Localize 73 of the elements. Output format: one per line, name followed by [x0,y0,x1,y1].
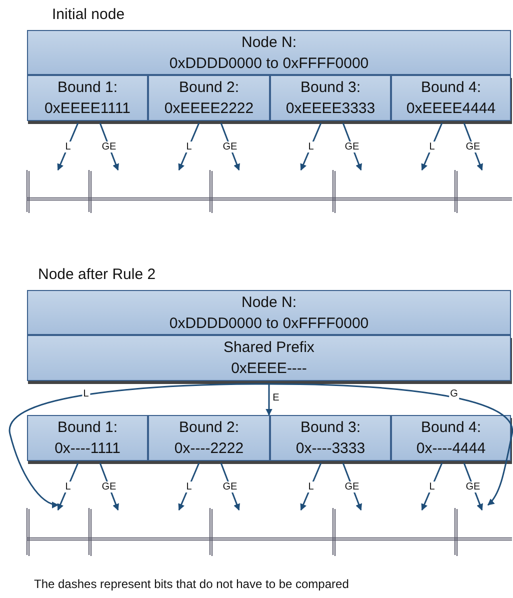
arrow [178,462,200,511]
edge-label: E [272,392,280,404]
edge-label: L [82,388,90,400]
node-title: Bound 1: [57,418,118,438]
arrow [463,122,483,171]
edge-label: L [307,481,315,492]
node-value: 0xEEEE---- [231,359,307,379]
bound-row-box [27,415,511,461]
arrow [9,383,269,508]
edge-label: GE [464,141,482,152]
node-value: 0x----2222 [174,439,244,459]
arrow [421,122,443,171]
edge-label: GE [344,141,360,152]
edge-label: L [185,481,193,492]
node-box [27,290,511,335]
arrow [99,462,119,511]
arrow [266,384,272,416]
node-title: Node N: [241,33,297,53]
arrow [57,122,79,171]
arrow [300,122,322,171]
node-title: Bound 2: [178,78,240,98]
edge-label: L [307,141,315,152]
node-title: Bound 4: [420,78,482,98]
arrow [342,462,362,511]
edge-label: L [64,141,72,152]
node-value: 0xEEEE3333 [286,99,376,119]
node-title: Bound 4: [420,418,482,438]
section-heading: Initial node [52,6,125,23]
arrow [220,122,240,171]
node-value: 0x----1111 [54,439,120,459]
node-box [270,415,391,461]
arrow [463,462,483,511]
edge-label: GE [344,481,360,492]
node-box [27,335,511,381]
edge-label: GE [100,141,118,152]
node-value: 0x----4444 [416,439,486,459]
node-title: Bound 3: [300,78,361,98]
edge-label: G [449,388,459,400]
node-title: Bound 1: [57,78,118,98]
node-box [270,75,391,121]
arrow [220,462,240,511]
edge-label: L [185,141,193,152]
edge-label: GE [222,481,238,492]
arrow [99,122,119,171]
node-box [391,75,511,121]
edge-label: GE [100,481,118,492]
caption: The dashes represent bits that do not have to be compared [34,577,349,591]
node-box [27,75,148,121]
node-title: Node N: [241,293,297,313]
node-value: 0xEEEE2222 [164,99,254,119]
section-heading: Node after Rule 2 [38,266,156,283]
edge-label: L [64,481,72,492]
edge-label: L [428,481,436,492]
node-title: Bound 2: [178,418,240,438]
arrow [421,462,443,511]
arrow [300,462,322,511]
node-box [148,75,270,121]
node-title: Bound 3: [300,418,361,438]
edge-label: GE [464,481,482,492]
edge-label: L [428,141,436,152]
node-box [148,415,270,461]
node-value: 0x----3333 [296,439,366,459]
edge-label: GE [222,141,238,152]
node-title: Shared Prefix [224,338,314,358]
node-box [27,30,511,75]
arrow [178,122,200,171]
node-value: 0xEEEE4444 [406,99,496,119]
arrow [342,122,362,171]
node-value: 0xDDDD0000 to 0xFFFF0000 [169,54,369,74]
arrow [269,383,513,506]
node-value: 0xDDDD0000 to 0xFFFF0000 [169,314,369,334]
node-value: 0xEEEE1111 [44,99,130,119]
arrow [57,462,79,511]
